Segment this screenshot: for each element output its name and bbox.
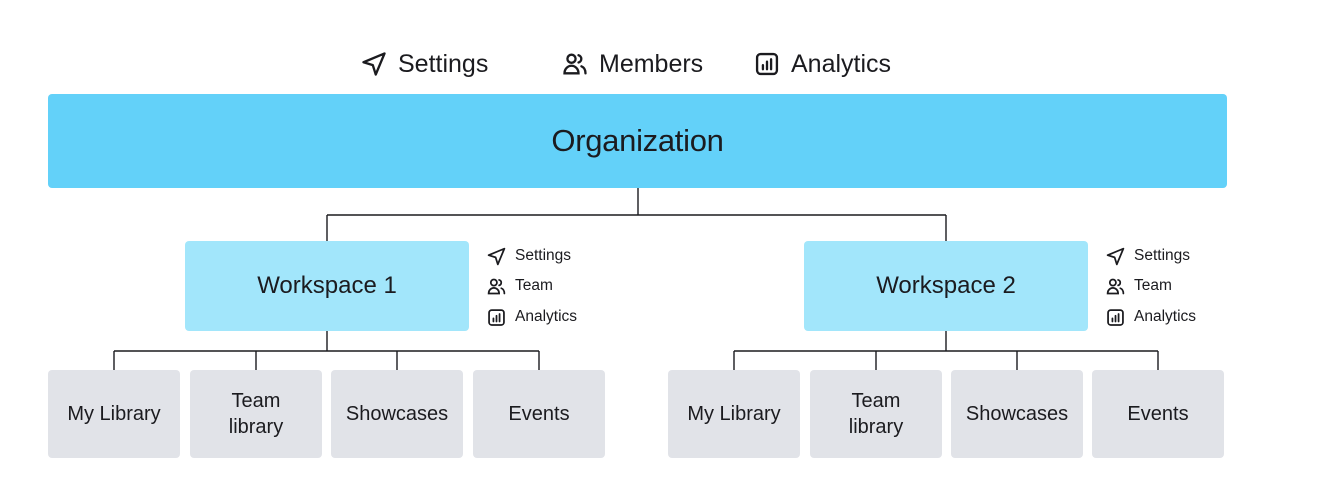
paper-plane-icon xyxy=(362,52,386,76)
ws2-team-library-label: Team library xyxy=(848,390,904,438)
ws1-settings-label: Settings xyxy=(515,247,572,264)
ws1-team-item[interactable]: Team xyxy=(486,275,553,297)
workspace-2-label: Workspace 2 xyxy=(876,272,1016,299)
org-analytics-label: Analytics xyxy=(791,49,892,78)
ws1-showcases-node[interactable]: Showcases xyxy=(331,370,463,458)
ws2-team-item[interactable]: Team xyxy=(1105,275,1172,297)
ws1-team-label: Team xyxy=(515,277,553,294)
workspace-2-node[interactable]: Workspace 2 xyxy=(804,241,1088,331)
users-icon xyxy=(563,53,587,75)
ws1-connector xyxy=(113,331,540,370)
org-connector xyxy=(326,188,947,241)
organization-label: Organization xyxy=(551,123,724,158)
org-analytics-item[interactable]: Analytics xyxy=(753,46,891,82)
paper-plane-icon xyxy=(1106,247,1125,265)
bar-chart-icon xyxy=(1107,308,1124,326)
ws2-my-library-node[interactable]: My Library xyxy=(668,370,800,458)
ws2-analytics-label: Analytics xyxy=(1134,308,1197,325)
ws1-settings-item[interactable]: Settings xyxy=(486,245,571,267)
users-icon xyxy=(1106,278,1125,294)
ws2-settings-label: Settings xyxy=(1134,247,1191,264)
ws2-events-node[interactable]: Events xyxy=(1092,370,1224,458)
paper-plane-icon xyxy=(487,247,506,265)
bar-chart-icon xyxy=(488,308,505,326)
ws1-showcases-label: Showcases xyxy=(345,403,449,425)
workspace-1-node[interactable]: Workspace 1 xyxy=(185,241,469,331)
ws2-showcases-node[interactable]: Showcases xyxy=(951,370,1083,458)
ws1-events-node[interactable]: Events xyxy=(473,370,605,458)
ws2-showcases-label: Showcases xyxy=(965,403,1069,425)
ws1-team-library-label: Team library xyxy=(228,390,284,438)
ws2-connector xyxy=(733,331,1159,370)
org-members-item[interactable]: Members xyxy=(561,46,703,82)
ws2-my-library-label: My Library xyxy=(687,403,781,425)
ws1-events-label: Events xyxy=(508,403,570,425)
ws1-my-library-node[interactable]: My Library xyxy=(48,370,180,458)
ws1-my-library-label: My Library xyxy=(67,403,161,425)
org-members-label: Members xyxy=(599,49,704,78)
ws2-events-label: Events xyxy=(1127,403,1189,425)
bar-chart-icon xyxy=(755,52,779,76)
ws2-analytics-item[interactable]: Analytics xyxy=(1105,306,1196,328)
ws2-team-library-node[interactable]: Team library xyxy=(810,370,942,458)
org-settings-item[interactable]: Settings xyxy=(360,46,488,82)
ws1-analytics-item[interactable]: Analytics xyxy=(486,306,577,328)
ws1-analytics-label: Analytics xyxy=(515,308,578,325)
ws1-team-library-node[interactable]: Team library xyxy=(190,370,322,458)
workspace-1-label: Workspace 1 xyxy=(257,272,397,299)
users-icon xyxy=(487,278,506,294)
ws2-team-label: Team xyxy=(1134,277,1172,294)
org-settings-label: Settings xyxy=(398,49,489,78)
organization-node[interactable]: Organization xyxy=(48,94,1227,188)
ws2-settings-item[interactable]: Settings xyxy=(1105,245,1190,267)
